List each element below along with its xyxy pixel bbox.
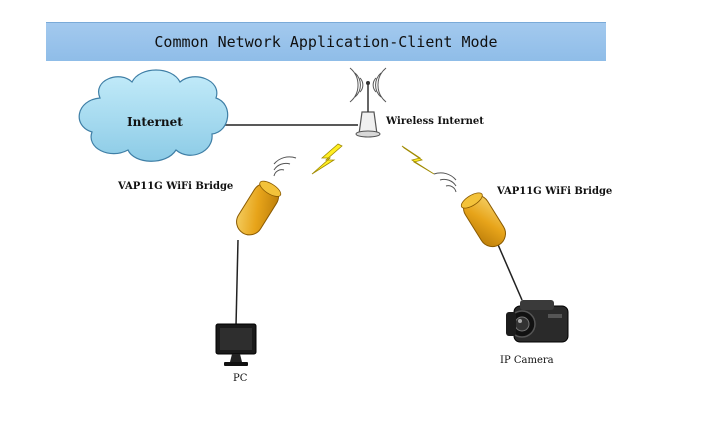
- bridge-right-label: VAP11G WiFi Bridge: [497, 186, 613, 197]
- router-label: Wireless Internet: [386, 116, 484, 127]
- lightning-icon-right: [401, 145, 435, 175]
- camera-icon: [506, 300, 569, 343]
- link-left-bridge-pc: [235, 239, 239, 327]
- router-icon: [349, 67, 387, 138]
- wifi-bridge-icon-right: [433, 172, 506, 248]
- camera-label: IP Camera: [500, 355, 554, 366]
- bridge-left-label: VAP11G WiFi Bridge: [118, 181, 234, 192]
- internet-label: Internet: [127, 115, 183, 129]
- diagram-title: Common Network Application-Client Mode: [154, 33, 498, 51]
- lightning-icon-left: [311, 143, 343, 175]
- title-bar: Common Network Application-Client Mode: [46, 22, 606, 61]
- link-right-bridge-camera: [495, 239, 523, 301]
- cloud-icon: [78, 69, 229, 162]
- wifi-bridge-icon-left: [236, 156, 297, 236]
- monitor-icon: [215, 323, 257, 366]
- pc-label: PC: [233, 373, 248, 384]
